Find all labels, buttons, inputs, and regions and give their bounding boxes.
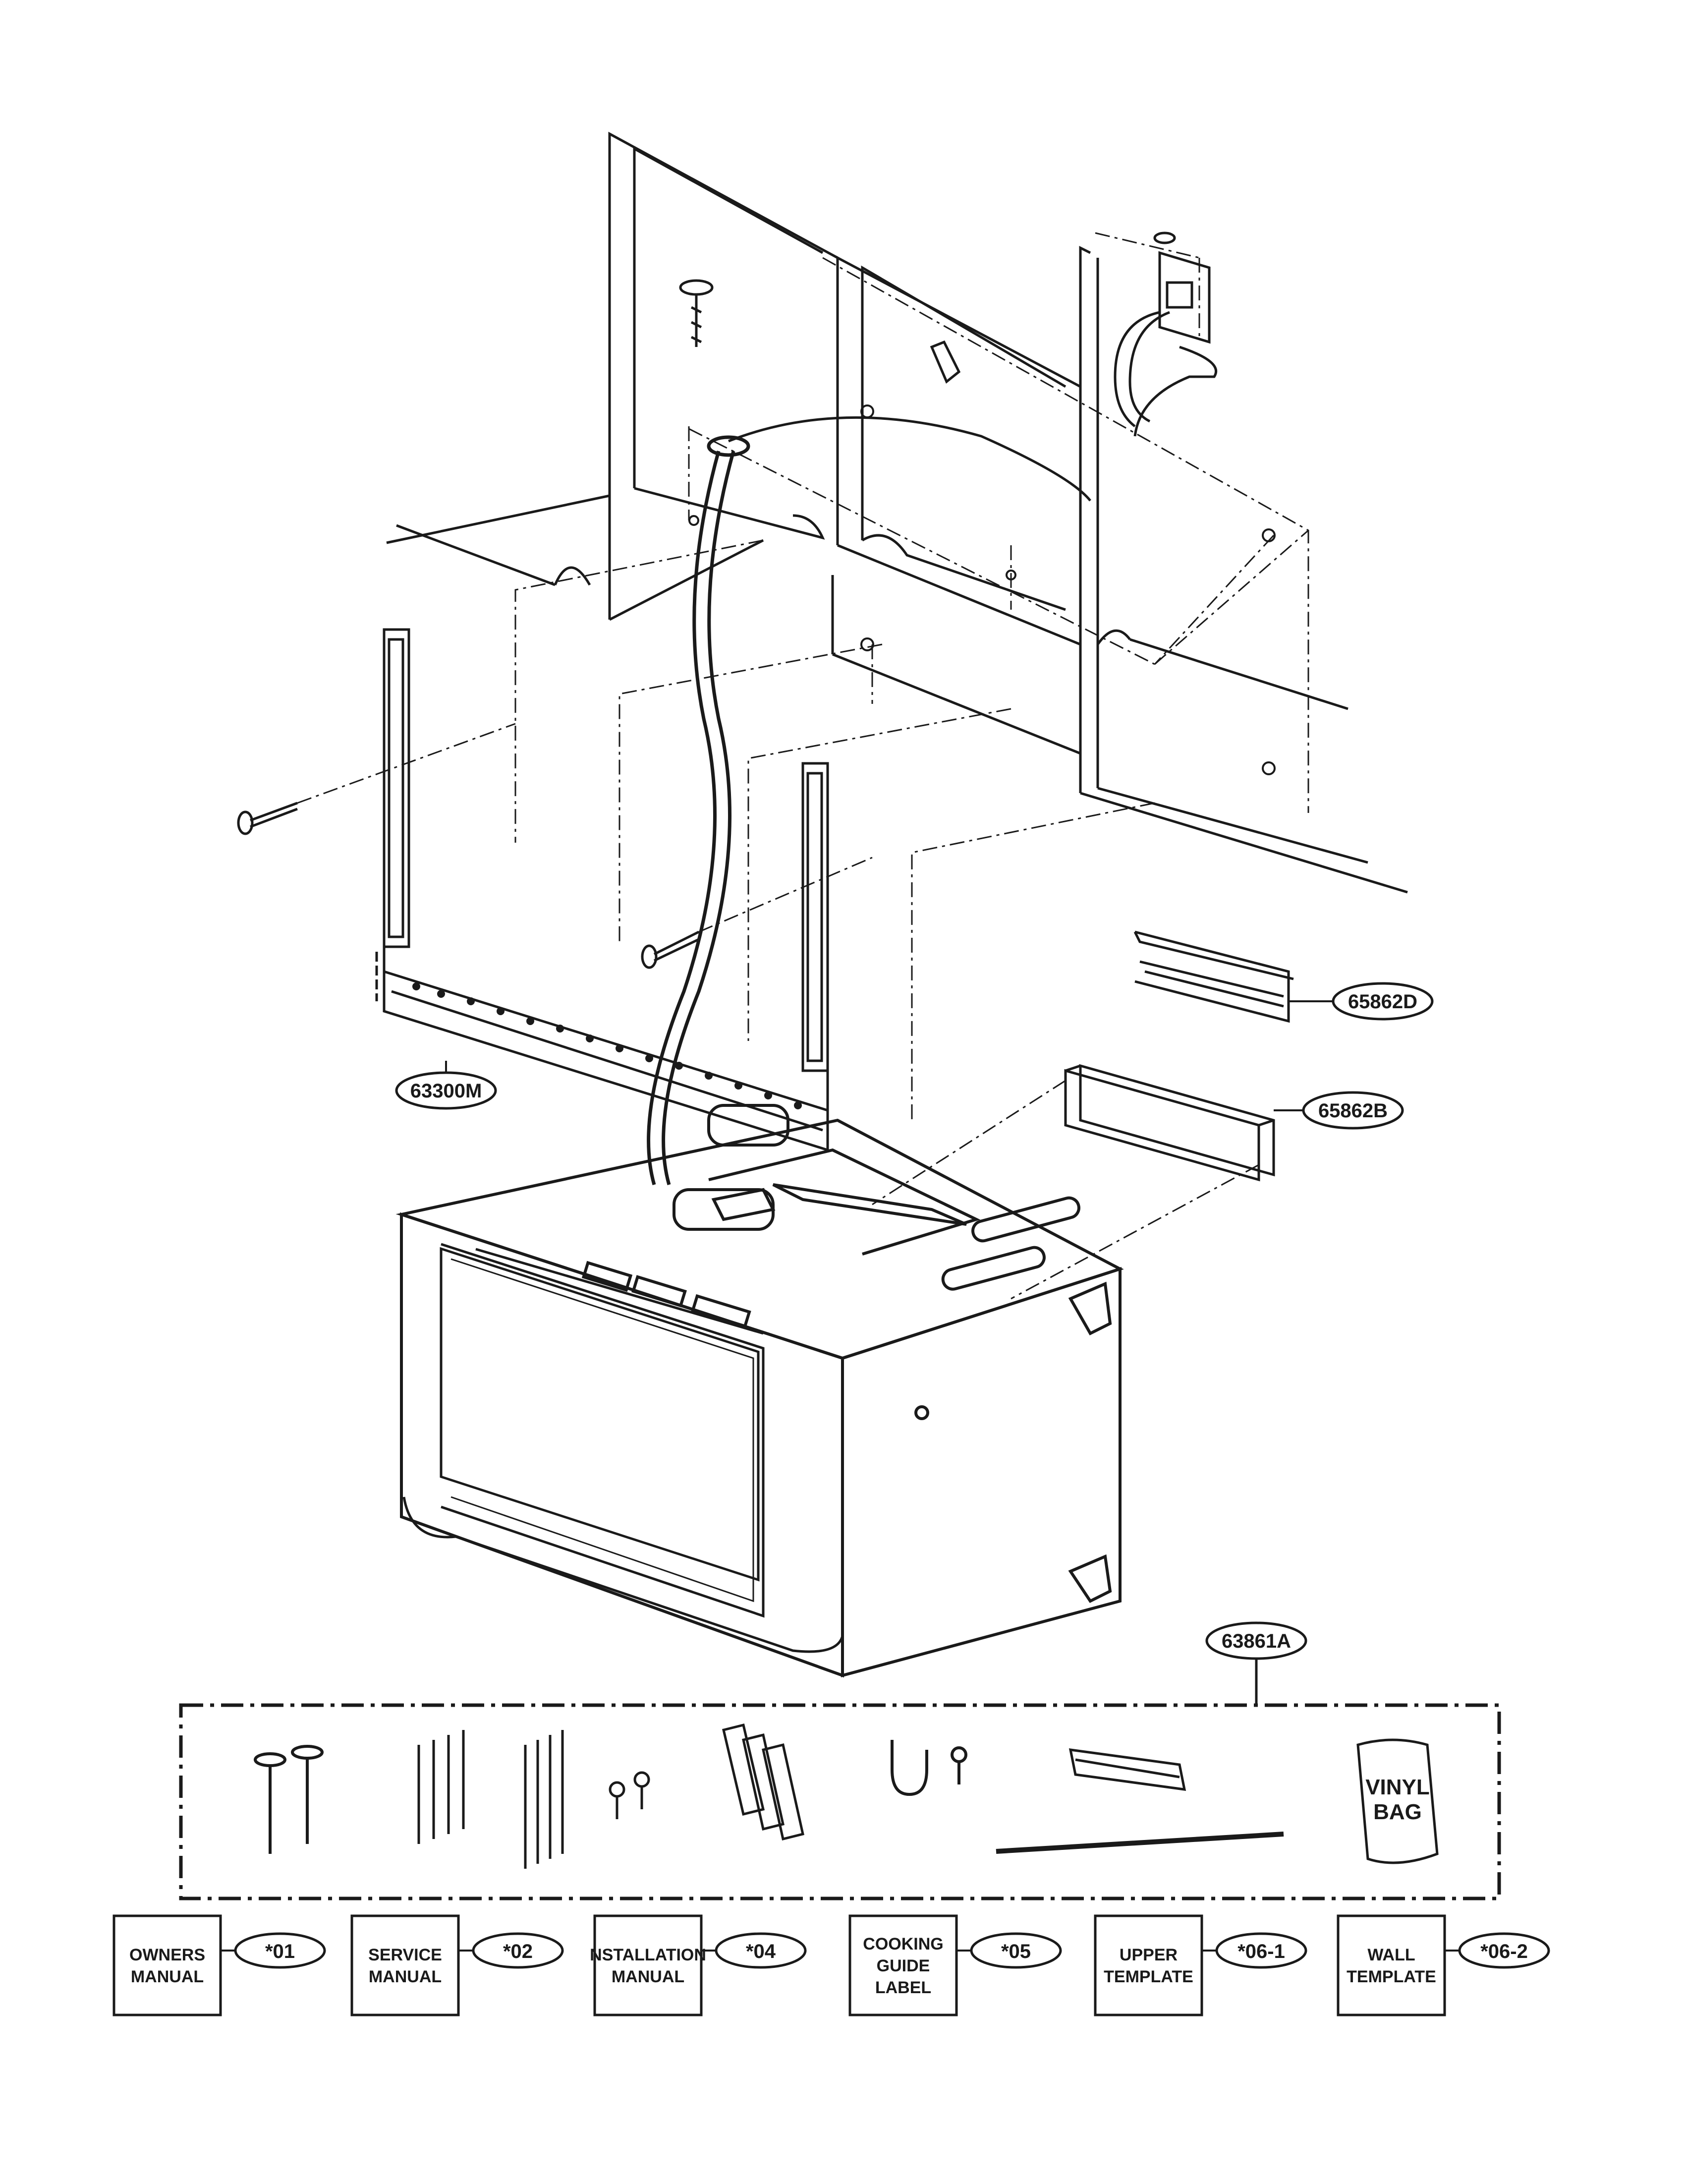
document-label: LABEL: [875, 1978, 931, 1997]
bracket-screw-right-icon: [641, 930, 700, 969]
toggle-bolt-icon: [930, 340, 961, 384]
top-screw-icon: [679, 279, 714, 347]
document-item: SERVICE MANUAL *02: [350, 1914, 564, 2016]
document-label: OWNERS: [129, 1946, 205, 1964]
power-outlet-icon: [1114, 231, 1218, 437]
document-code-oval: [472, 1932, 564, 1969]
damper-lines: [872, 1080, 1259, 1300]
vinyl-bag-icon: VINYL BAG: [1356, 1738, 1439, 1864]
bracket-slots: [412, 982, 802, 1109]
document-box: [1094, 1914, 1203, 2016]
document-box: [848, 1914, 958, 2016]
document-box: [1337, 1914, 1446, 2016]
document-item: UPPER TEMPLATE *06-1: [1094, 1914, 1307, 2016]
document-code-oval: [234, 1932, 326, 1969]
screw-lines: [297, 723, 873, 933]
document-code: *06-2: [1480, 1941, 1528, 1962]
document-code: *06-1: [1237, 1941, 1285, 1962]
callout-63861A: 63861A: [1222, 1630, 1291, 1652]
mounting-holes: [688, 404, 1276, 775]
callout-hardware-kit: 63861A: [1205, 1621, 1307, 1660]
callout-bracket: 63300M: [395, 1061, 497, 1110]
document-code: *05: [1001, 1941, 1031, 1962]
toggle-bolts-icon: [524, 1730, 564, 1869]
document-label: GUIDE: [877, 1956, 930, 1975]
document-item: WALL TEMPLATE *06-2: [1337, 1914, 1550, 2016]
callout-damper: 65862B: [1274, 1091, 1404, 1130]
vinyl-bag-label-1: VINYL: [1365, 1775, 1430, 1799]
document-label: SERVICE: [368, 1946, 442, 1964]
document-box: [593, 1914, 703, 2016]
document-label: UPPER: [1120, 1946, 1178, 1964]
small-screws-icon: [609, 1771, 650, 1819]
document-label: COOKING: [863, 1935, 943, 1954]
wall-mounting-bracket: [375, 628, 829, 1152]
document-code-oval: [970, 1932, 1062, 1969]
document-label: TEMPLATE: [1347, 1967, 1436, 1986]
duct-plate-part: [1133, 930, 1294, 1023]
toggle-wings-icon: [722, 1723, 804, 1841]
document-label: MANUAL: [612, 1967, 684, 1986]
document-code-oval: [715, 1932, 807, 1969]
document-code: *02: [503, 1941, 533, 1962]
document-label: WALL: [1367, 1946, 1415, 1964]
document-item: OWNERS MANUAL *01: [112, 1914, 326, 2016]
callout-65862D: 65862D: [1348, 991, 1417, 1013]
callout-duct-plate: 65862D: [1289, 982, 1434, 1021]
document-label: MANUAL: [369, 1967, 442, 1986]
upper-cabinets: [386, 131, 1408, 894]
filter-clip-icon: [1068, 1748, 1186, 1791]
document-code: *01: [265, 1941, 295, 1962]
document-label: TEMPLATE: [1104, 1967, 1193, 1986]
document-label: MANUAL: [131, 1967, 204, 1986]
document-label: NSTALLATION: [590, 1946, 706, 1964]
callout-65862B: 65862B: [1318, 1100, 1388, 1122]
wood-screws-icon: [417, 1730, 465, 1844]
hardware-kit-box: [179, 1703, 1501, 1900]
document-code-oval: [1458, 1932, 1550, 1969]
document-code: *04: [746, 1941, 776, 1962]
long-screws-icon: [254, 1745, 324, 1854]
microwave-oven: [395, 1104, 1124, 1678]
callout-63300M: 63300M: [410, 1080, 482, 1102]
document-box: [112, 1914, 222, 2016]
document-row: OWNERS MANUAL *01 SERVICE MANUAL *02 NSTALLATI…: [112, 1914, 1550, 2016]
document-item: NSTALLATION MANUAL *04: [590, 1914, 807, 2016]
power-cord: [647, 416, 1091, 1185]
projection-lines: [514, 232, 1309, 1120]
strip-icon: [996, 1832, 1284, 1854]
damper-part: [1064, 1064, 1275, 1182]
bracket-screw-left-icon: [237, 802, 298, 835]
document-item: COOKING GUIDE LABEL *05: [848, 1914, 1062, 2016]
document-code-oval: [1215, 1932, 1307, 1969]
document-box: [350, 1914, 460, 2016]
cord-clamp-icon: [891, 1740, 967, 1796]
vinyl-bag-label-2: BAG: [1373, 1800, 1422, 1824]
